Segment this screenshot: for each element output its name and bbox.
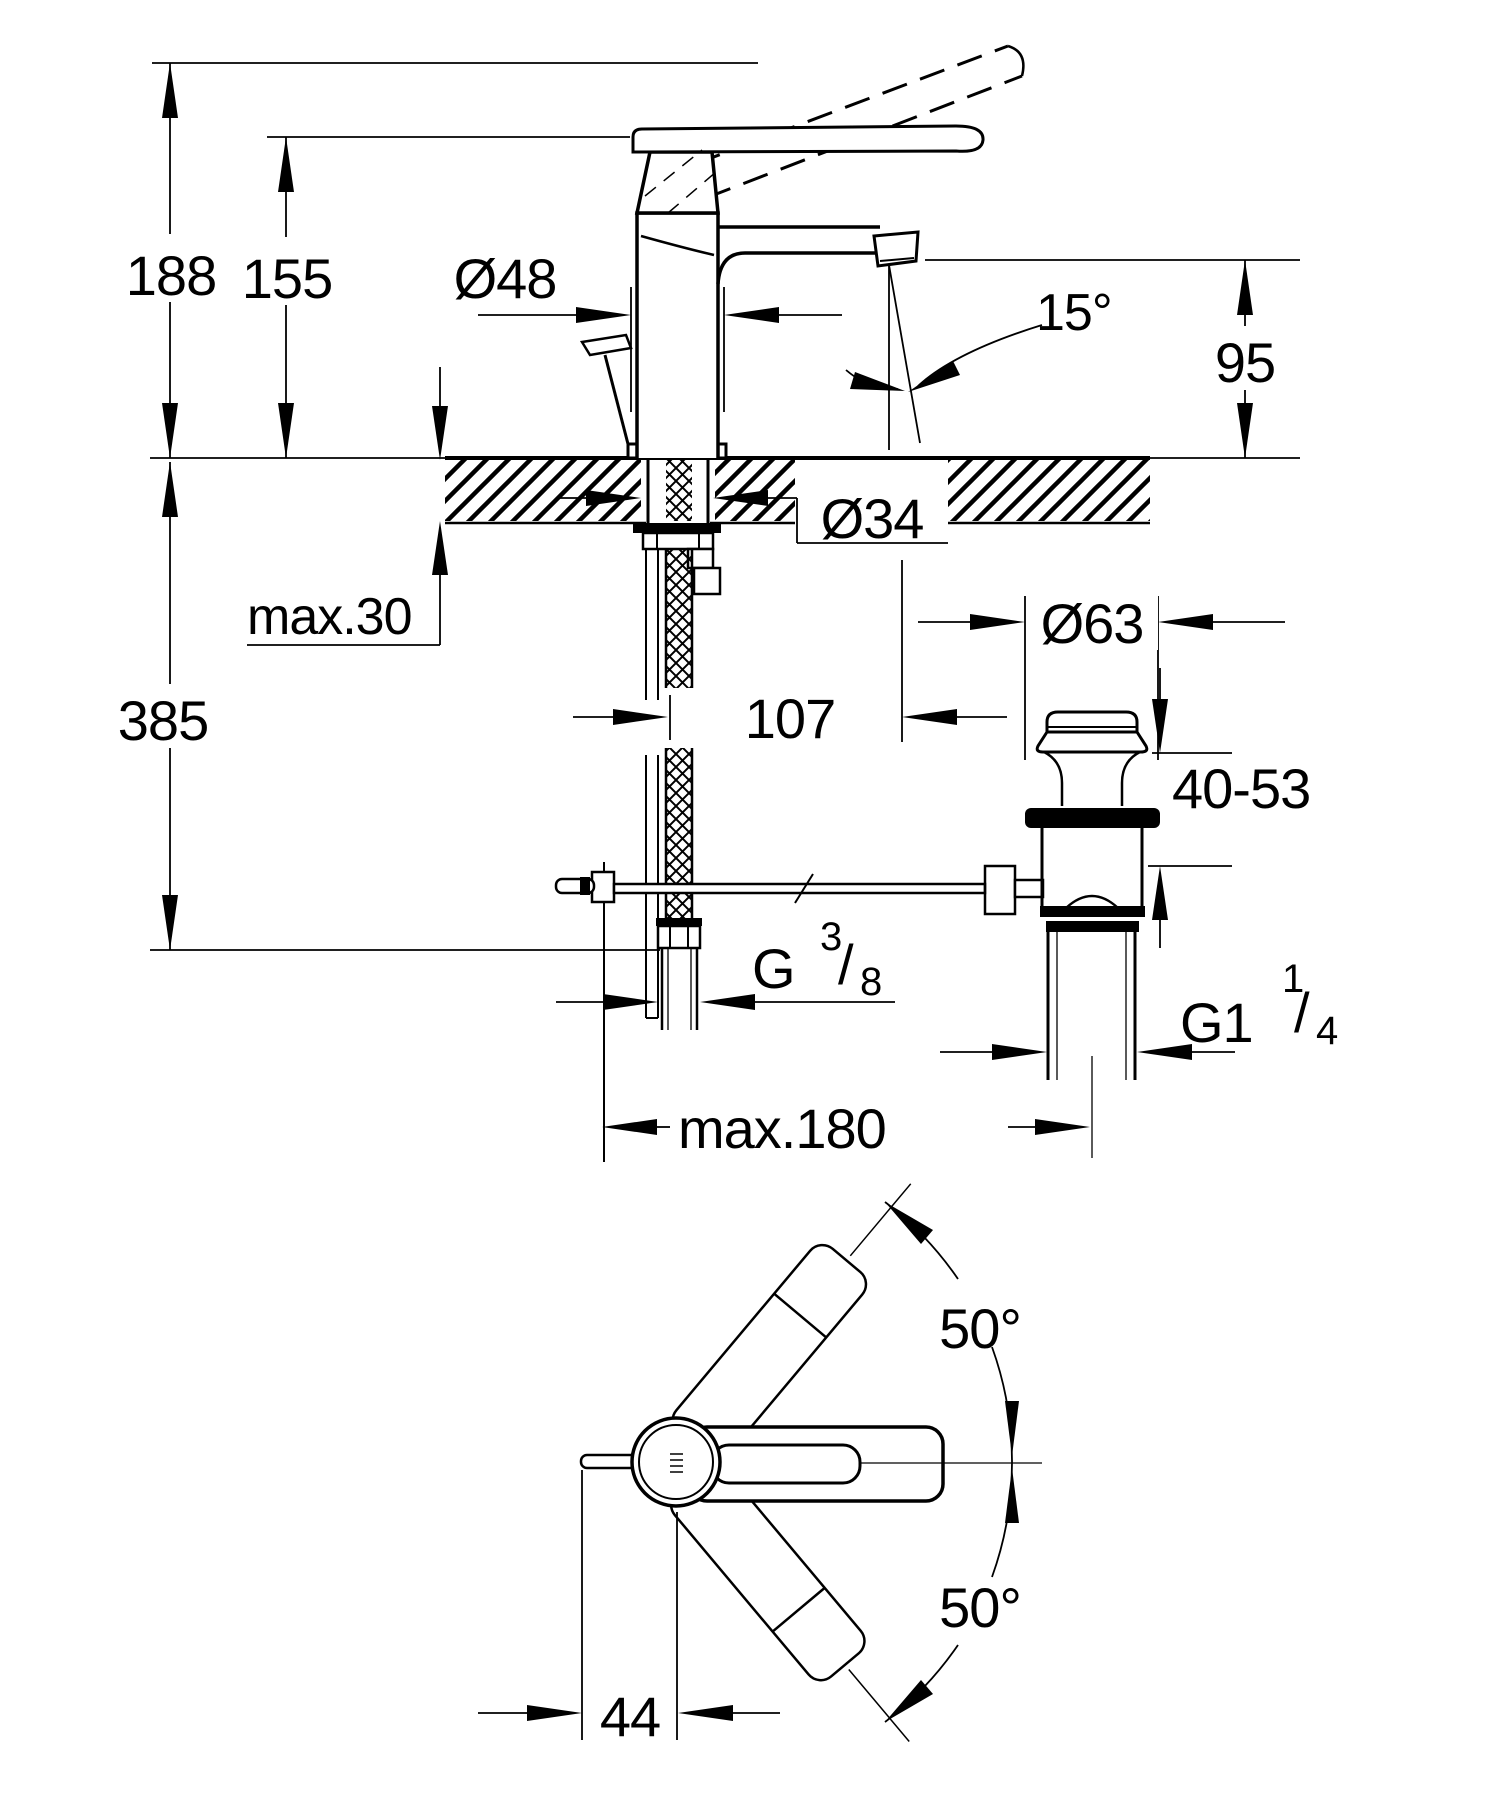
supply-connections [633, 458, 722, 1030]
label-handle-offset: 44 [600, 1685, 660, 1748]
spout-contour [640, 234, 715, 257]
body-circle [630, 1416, 722, 1508]
pop-up-rod-upper [603, 354, 630, 445]
handle-lever [631, 124, 985, 154]
body-column [635, 211, 720, 458]
label-depth-total: 385 [118, 689, 208, 752]
label-height-total: 188 [126, 244, 216, 307]
dim-swivel-down: 50° [884, 1461, 1022, 1723]
label-outlet-height: 95 [1215, 331, 1275, 394]
label-supply-thread-sup: 3 [820, 915, 841, 959]
dim-rod-reach: max.180 [602, 1097, 1090, 1160]
dim-reach: 107 [573, 560, 1007, 750]
label-rod-reach: max.180 [678, 1097, 886, 1160]
dim-depth-total: 385 [112, 462, 660, 951]
dim-handle-offset: 44 [478, 1470, 780, 1748]
dim-height-body: 155 [239, 136, 630, 458]
dim-height-total: 188 [123, 62, 758, 458]
dim-swivel-up: 50° [884, 1201, 1022, 1463]
label-waste-thread-base: G1 [1180, 991, 1253, 1054]
waste-gasket [1025, 808, 1160, 828]
label-hole-dia: Ø34 [821, 487, 924, 550]
side-view: 15° 188 155 Ø48 [112, 44, 1339, 1162]
label-supply-thread-base: G [752, 937, 795, 1000]
label-reach: 107 [745, 687, 835, 750]
label-deck-thickness: max.30 [247, 588, 412, 646]
label-supply-thread-sub: 8 [860, 960, 881, 1004]
handle-main [688, 1425, 1042, 1503]
label-waste-dia: Ø63 [1041, 592, 1144, 655]
deck-hatch-left [445, 460, 641, 521]
handle-position-up [671, 1183, 912, 1461]
cartridge-hub [634, 150, 720, 215]
waste-flange [1035, 730, 1149, 754]
dim-clamp-range: 40-53 [1148, 668, 1311, 948]
label-clamp-range: 40-53 [1172, 757, 1310, 820]
label-waste-thread-sup: 1 [1282, 957, 1303, 1001]
dim-hole-dia: Ø34 [560, 484, 948, 550]
top-view: 50° 50° 44 [478, 1183, 1042, 1748]
adjuster-knob [983, 864, 1017, 916]
deck-hatch-mid [715, 460, 795, 521]
label-waste-thread-slash: / [1294, 981, 1310, 1044]
dim-base-dia: Ø48 [454, 247, 842, 412]
label-waste-thread-sub: 4 [1316, 1009, 1338, 1053]
raised-handle-tip [1007, 44, 1025, 77]
faucet-body [579, 124, 985, 460]
label-supply-thread-slash: / [838, 933, 854, 996]
label-spray-angle: 15° [1036, 284, 1112, 342]
waste-cap [1045, 710, 1139, 734]
label-base-dia: Ø48 [454, 247, 557, 310]
label-swivel-down: 50° [939, 1576, 1021, 1639]
label-swivel-up: 50° [939, 1297, 1021, 1360]
grohe-logo [670, 1453, 683, 1473]
countertop-section [150, 456, 1300, 525]
dim-supply-thread: G 3 / 8 [556, 915, 895, 1010]
dim-waste-dia: Ø63 [918, 592, 1285, 760]
dim-deck-thickness: max.30 [247, 367, 448, 646]
label-height-body: 155 [242, 247, 332, 310]
deck-hatch-right [948, 460, 1150, 521]
stream-angle: 15° [845, 264, 1113, 450]
drain-assembly [1025, 710, 1160, 1158]
handle-position-down [669, 1464, 910, 1742]
aerator [872, 230, 920, 268]
spout-underside [716, 251, 876, 285]
pop-up-linkage [554, 862, 1045, 1162]
pop-up-knob [579, 333, 633, 357]
dim-waste-thread: G1 1 / 4 [940, 957, 1339, 1060]
dim-outlet-height: 95 [925, 259, 1304, 458]
